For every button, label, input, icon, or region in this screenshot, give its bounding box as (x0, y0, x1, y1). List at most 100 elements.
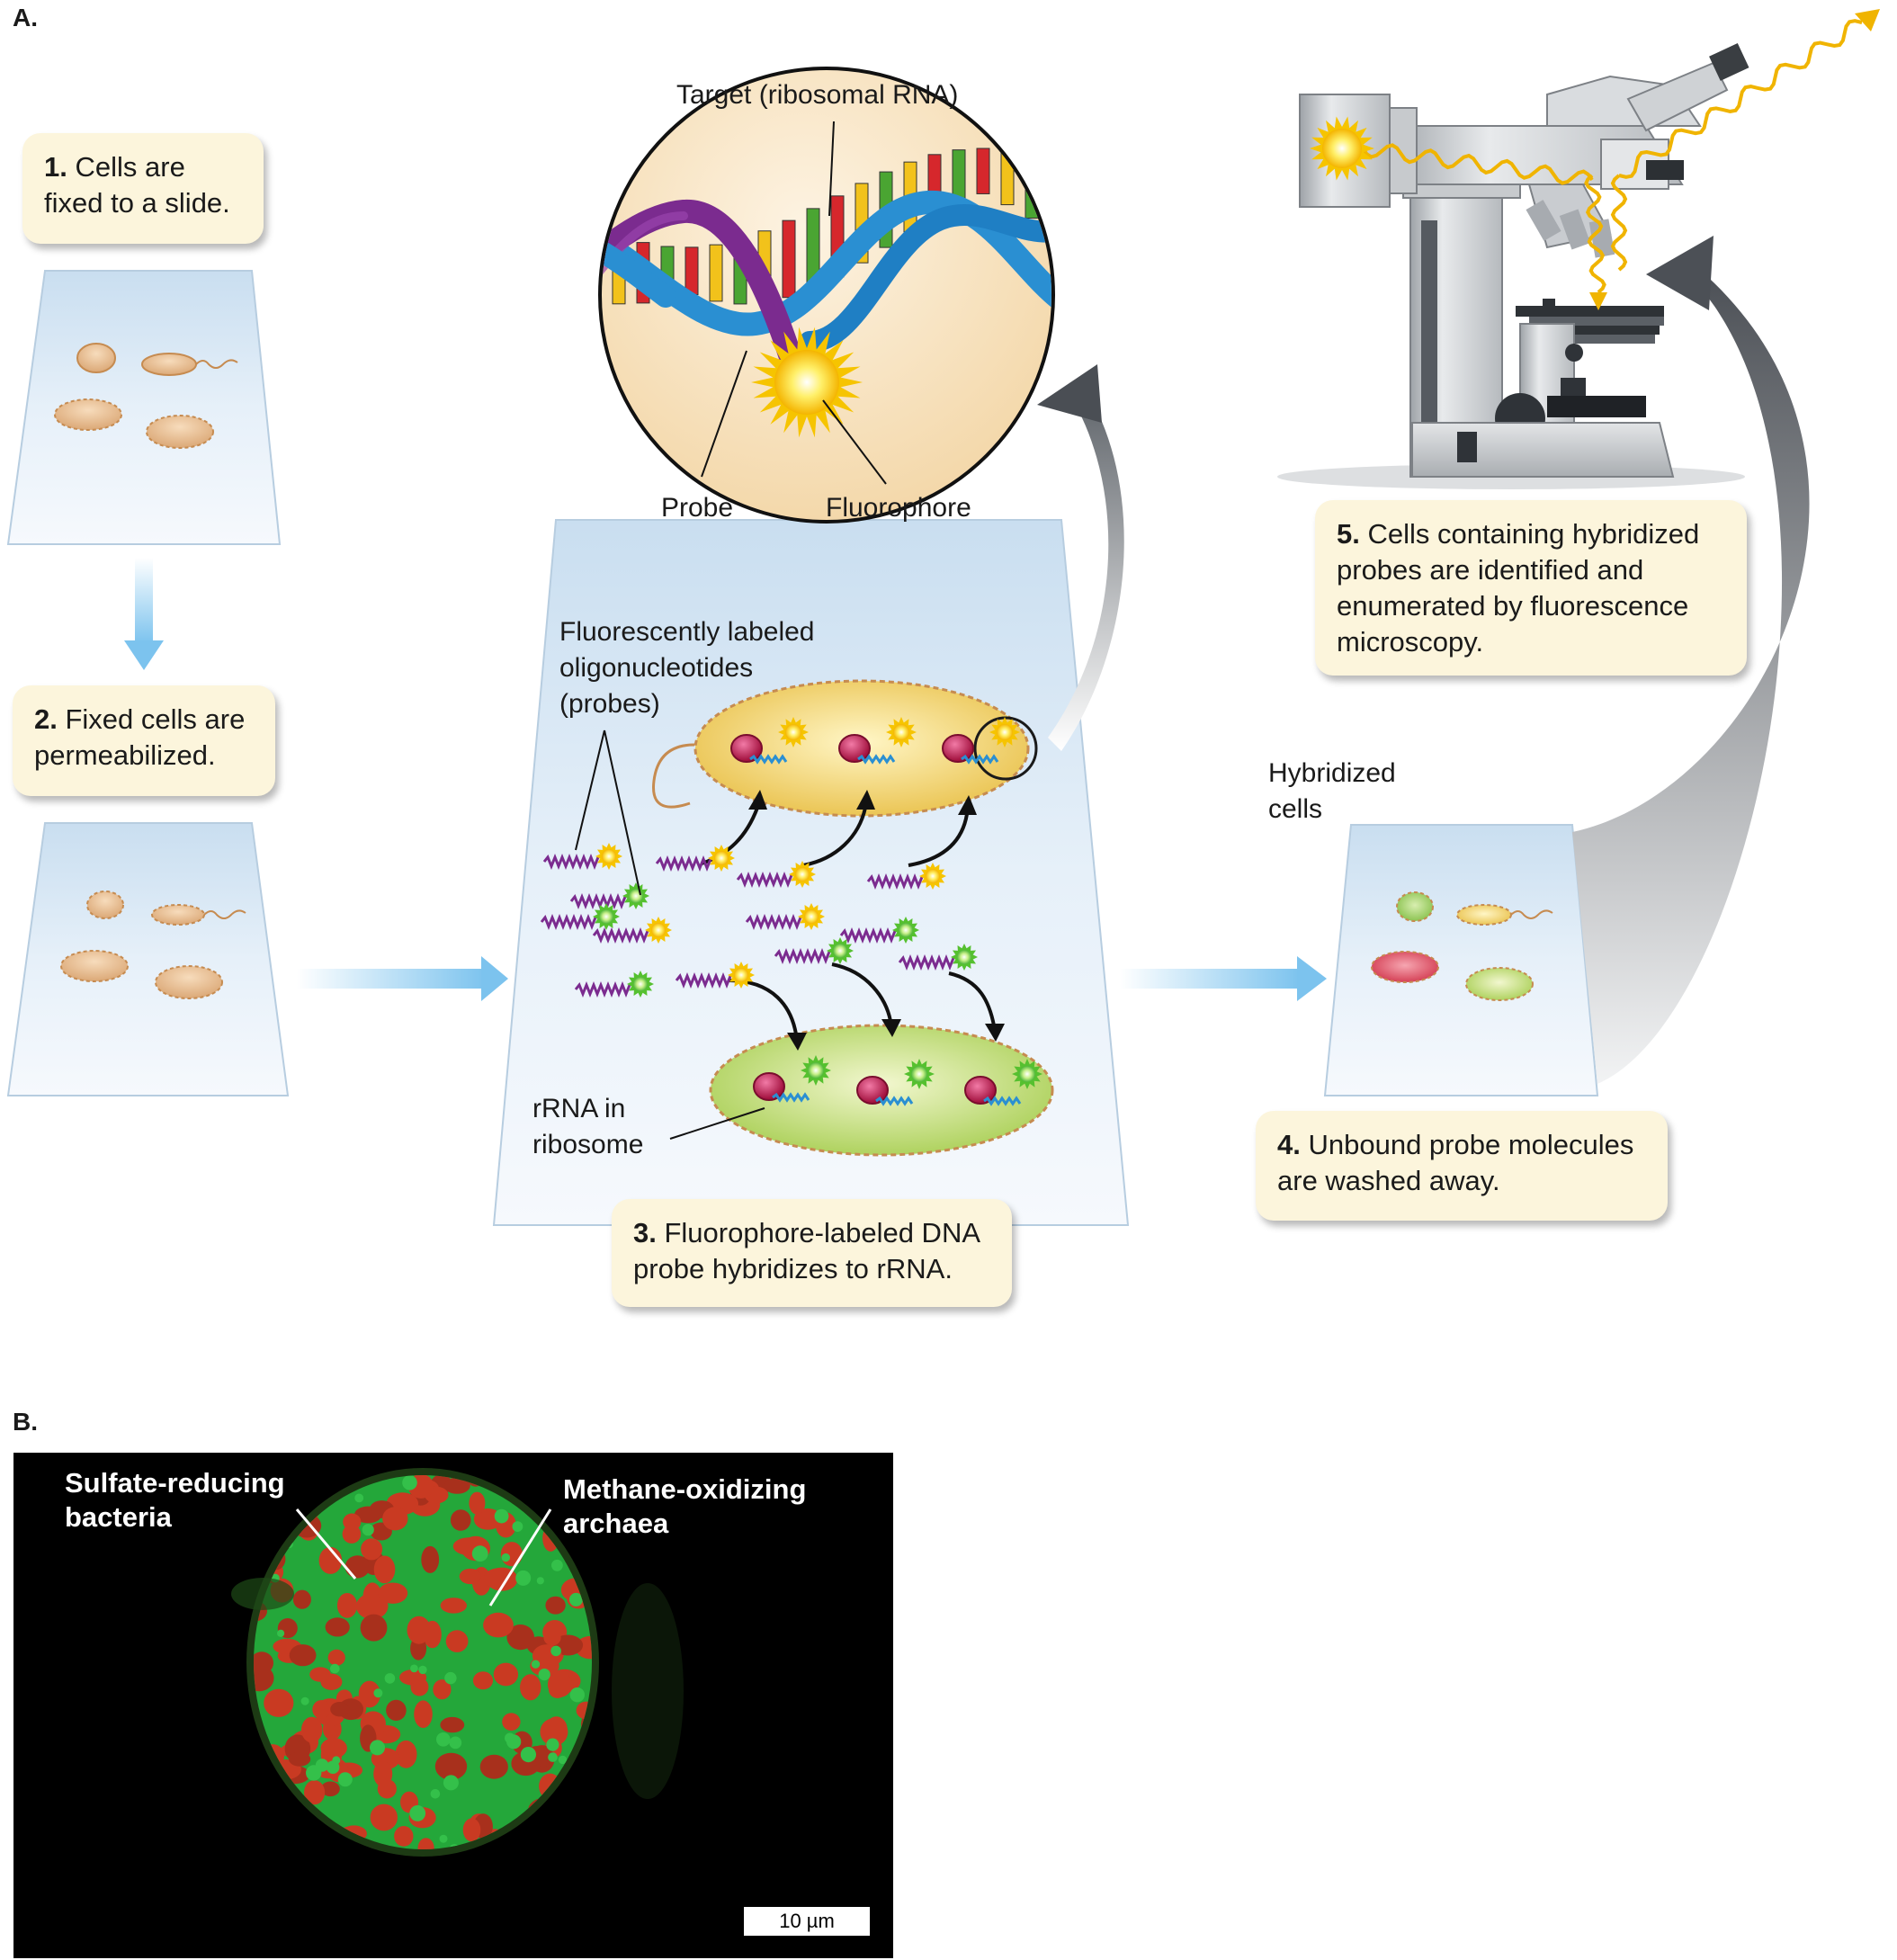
bacteria-cell (531, 1660, 541, 1669)
arrow-step1-to-2 (135, 558, 153, 643)
archaea-cell (327, 1649, 345, 1666)
bacteria-cell (550, 1645, 561, 1657)
archaea-cell (417, 1838, 434, 1849)
cells-step2 (60, 891, 246, 999)
ribosome (942, 734, 974, 763)
bacteria-cell (548, 1752, 558, 1762)
bound-probe (772, 1092, 810, 1103)
cells-step1 (54, 343, 238, 449)
archaea-cell (330, 1702, 349, 1717)
arrow-step2-to-3 (297, 969, 486, 989)
archaea-cell (440, 1598, 467, 1614)
probe-oligo (574, 980, 631, 998)
panel-a-label: A. (13, 4, 38, 31)
archaea-cell (469, 1491, 486, 1515)
free-probes (540, 843, 978, 998)
archaea-cell (320, 1781, 340, 1797)
light-arrowheads (1589, 9, 1880, 310)
archaea-cell (373, 1760, 393, 1787)
archaea-cell (301, 1716, 323, 1743)
archaea-cell (483, 1568, 516, 1589)
bound-probe (875, 1096, 914, 1106)
probe-oligo (675, 971, 732, 989)
panel-b-label: B. (13, 1408, 38, 1436)
archaea-cell (336, 1593, 358, 1618)
rrna-base (1098, 184, 1111, 264)
rrna-ribosome-label-line1: rRNA in (532, 1094, 626, 1123)
archaea-cell (502, 1713, 521, 1731)
bacteria-cell (443, 1775, 459, 1791)
ribosome (838, 734, 871, 763)
archaea-cell (345, 1555, 371, 1579)
archaea-cell (378, 1582, 408, 1604)
sulfate-reducing-label-line1: Sulfate-reducing (65, 1467, 285, 1499)
step-3-text: Fluorophore-labeled DNA probe hybridizes… (633, 1217, 980, 1284)
rrna-ribosome-label-line2: ribosome (532, 1130, 644, 1159)
archaea-cell (547, 1671, 573, 1697)
bacteria-cell (569, 1687, 585, 1703)
probe-oligo (839, 926, 897, 944)
archaea-cell (543, 1629, 561, 1646)
rrna-base (709, 244, 723, 302)
arrow-step4-to-5 (1572, 270, 1810, 1084)
bacteria-cell (512, 1521, 523, 1532)
step-1-text: Cells are fixed to a slide. (44, 151, 230, 219)
archaea-cell (342, 1525, 362, 1544)
step-3-callout: 3. Fluorophore-labeled DNA probe hybridi… (612, 1199, 1012, 1307)
archaea-cell (354, 1506, 382, 1524)
bacteria-cell (536, 1577, 544, 1585)
probe-label: Probe (661, 493, 734, 523)
slide-step1 (6, 270, 282, 545)
bacteria-cell (370, 1740, 385, 1756)
archaea-cell (472, 1671, 494, 1690)
bacteria-cell (551, 1559, 563, 1571)
archaea-cell (421, 1545, 440, 1573)
bacteria-cell (277, 1629, 285, 1637)
bound-probe (857, 754, 896, 765)
archaea-cell (479, 1754, 508, 1779)
microscope-sun (1310, 116, 1374, 181)
archaea-cell (358, 1680, 380, 1708)
rrna-base (782, 219, 796, 299)
step-2-callout: 2. Fixed cells are permeabilized. (13, 685, 275, 796)
hybridization-arrowheads (748, 790, 1005, 1051)
archaea-cell (414, 1700, 433, 1728)
archaea-cell (540, 1718, 568, 1746)
archaea-cell (575, 1635, 592, 1660)
archaea-cell (506, 1624, 534, 1651)
bound-probes (730, 717, 1042, 1106)
sulfate-reducing-label-line2: bacteria (65, 1501, 172, 1533)
archaea-cell (320, 1738, 347, 1759)
bacteria-cell (362, 1524, 374, 1536)
bound-probe (961, 754, 999, 765)
archaea-cell (459, 1568, 482, 1585)
archaea-cell (520, 1674, 541, 1701)
bacteria-cell (330, 1663, 340, 1674)
bacteria-cell (494, 1508, 509, 1524)
archaea-cell (450, 1509, 471, 1531)
archaea-cell (434, 1752, 468, 1780)
light-paths (1361, 19, 1863, 294)
step-5-text: Cells containing hybridized probes are i… (1337, 518, 1700, 658)
rrna-base (1049, 162, 1051, 234)
bacteria-cell (373, 1688, 383, 1698)
bacteria-cell (300, 1696, 309, 1705)
bacteria-cell (430, 1789, 441, 1799)
zoom-circle (973, 716, 1038, 781)
slide-step4 (1323, 824, 1599, 1096)
bacteria-cell (501, 1553, 510, 1562)
bacteria-cell (506, 1734, 522, 1750)
arrow-cell-to-zoom (1048, 387, 1124, 751)
micrograph-leader-lines (295, 1508, 552, 1606)
rrna-strand-front (799, 183, 1051, 353)
target-rrna-label: Target (ribosomal RNA) (676, 80, 959, 110)
step-1-number: 1. (44, 151, 67, 183)
archaea-cell (289, 1751, 311, 1767)
ribosome (964, 1076, 997, 1105)
step-5-number: 5. (1337, 518, 1360, 550)
archaea-cell (370, 1803, 398, 1831)
archaea-cell (360, 1614, 388, 1642)
rrna-base (976, 148, 990, 194)
magnified-view (598, 67, 1111, 524)
archaea-cell (445, 1630, 469, 1652)
